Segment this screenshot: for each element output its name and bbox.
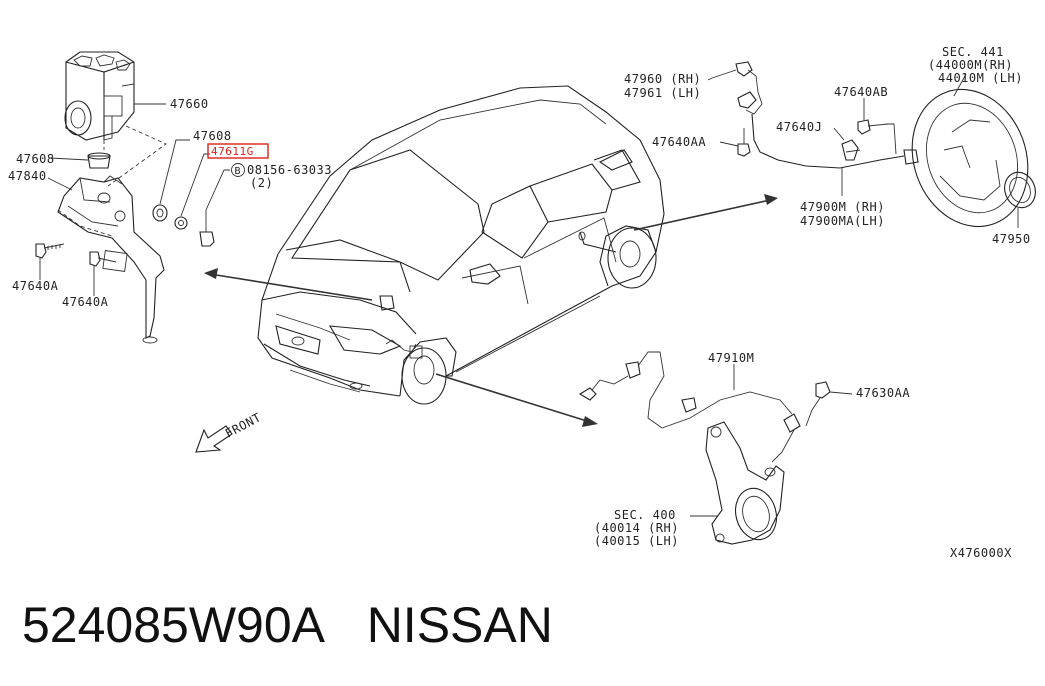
- label-47640a-center: 47640A: [62, 295, 109, 309]
- vehicle-body: [257, 85, 665, 405]
- label-47640j: 47640J: [776, 120, 822, 134]
- brake-backing-plate[interactable]: [893, 73, 1045, 243]
- abs-actuator-unit[interactable]: [64, 51, 135, 141]
- front-abs-sensor-47910m[interactable]: [578, 351, 801, 463]
- label-47840: 47840: [8, 169, 47, 183]
- bolt-47640a-left[interactable]: [35, 243, 65, 259]
- diagram-code: X476000X: [950, 546, 1012, 560]
- clip-47640-bracket[interactable]: [102, 250, 128, 272]
- arrow-to-actuator: [204, 268, 373, 301]
- sensor-rotor-47950[interactable]: [1000, 168, 1041, 212]
- arrow-to-front-sensor: [435, 373, 598, 427]
- label-sec400: SEC. 400: [614, 508, 676, 522]
- label-47660: 47660: [170, 97, 209, 111]
- bolt-47640aa[interactable]: [737, 128, 751, 157]
- clip-47640j[interactable]: [841, 139, 861, 161]
- label-44000m-rh: (44000M(RH): [928, 58, 1013, 72]
- label-47900m-rh: 47900M (RH): [800, 200, 885, 214]
- label-bolt-qty: (2): [250, 176, 273, 190]
- label-47900ma-lh: 47900MA(LH): [800, 214, 885, 228]
- label-47910m: 47910M: [708, 351, 754, 365]
- label-47960-rh: 47960 (RH): [624, 72, 701, 86]
- bolt-47630aa[interactable]: [805, 381, 831, 427]
- arrow-to-rear-sensor: [633, 194, 778, 231]
- label-47640a-left: 47640A: [12, 279, 59, 293]
- label-08156-63033: 08156-63033: [247, 163, 332, 177]
- label-47608-right: 47608: [193, 129, 232, 143]
- label-47640aa: 47640AA: [652, 135, 706, 149]
- label-40015-lh: (40015 (LH): [594, 534, 679, 548]
- bracket-47840[interactable]: [57, 175, 165, 344]
- footer-caption: 524085W90A NISSAN: [22, 596, 553, 654]
- label-44010m-lh: 44010M (LH): [938, 71, 1023, 85]
- bolt-08156-63033[interactable]: [199, 210, 215, 247]
- label-47640ab: 47640AB: [834, 85, 888, 99]
- bolt-47640ab[interactable]: [857, 119, 889, 135]
- label-sec441: SEC. 441: [942, 45, 1004, 59]
- part-number: 524085W90A: [22, 597, 326, 653]
- steering-knuckle[interactable]: [705, 421, 785, 545]
- label-47608-left: 47608: [16, 152, 55, 166]
- label-40014-rh: (40014 (RH): [594, 521, 679, 535]
- highlight-box-47611g[interactable]: [207, 143, 269, 159]
- grommet-47608[interactable]: [87, 152, 111, 169]
- label-47950: 47950: [992, 232, 1031, 246]
- front-direction-arrow: FRONT: [195, 410, 264, 453]
- brand-name: NISSAN: [366, 597, 553, 653]
- collar-47608[interactable]: [152, 204, 168, 222]
- rear-abs-sensor-47960[interactable]: [735, 61, 763, 115]
- label-47961-lh: 47961 (LH): [624, 86, 701, 100]
- label-47611g: 47611G: [211, 145, 254, 158]
- label-47630aa: 47630AA: [856, 386, 910, 400]
- bolt-47640a-center[interactable]: [89, 251, 117, 267]
- washer-47611g[interactable]: [174, 216, 188, 230]
- label-front: FRONT: [223, 410, 264, 440]
- bolt-circle-b: B: [235, 166, 242, 177]
